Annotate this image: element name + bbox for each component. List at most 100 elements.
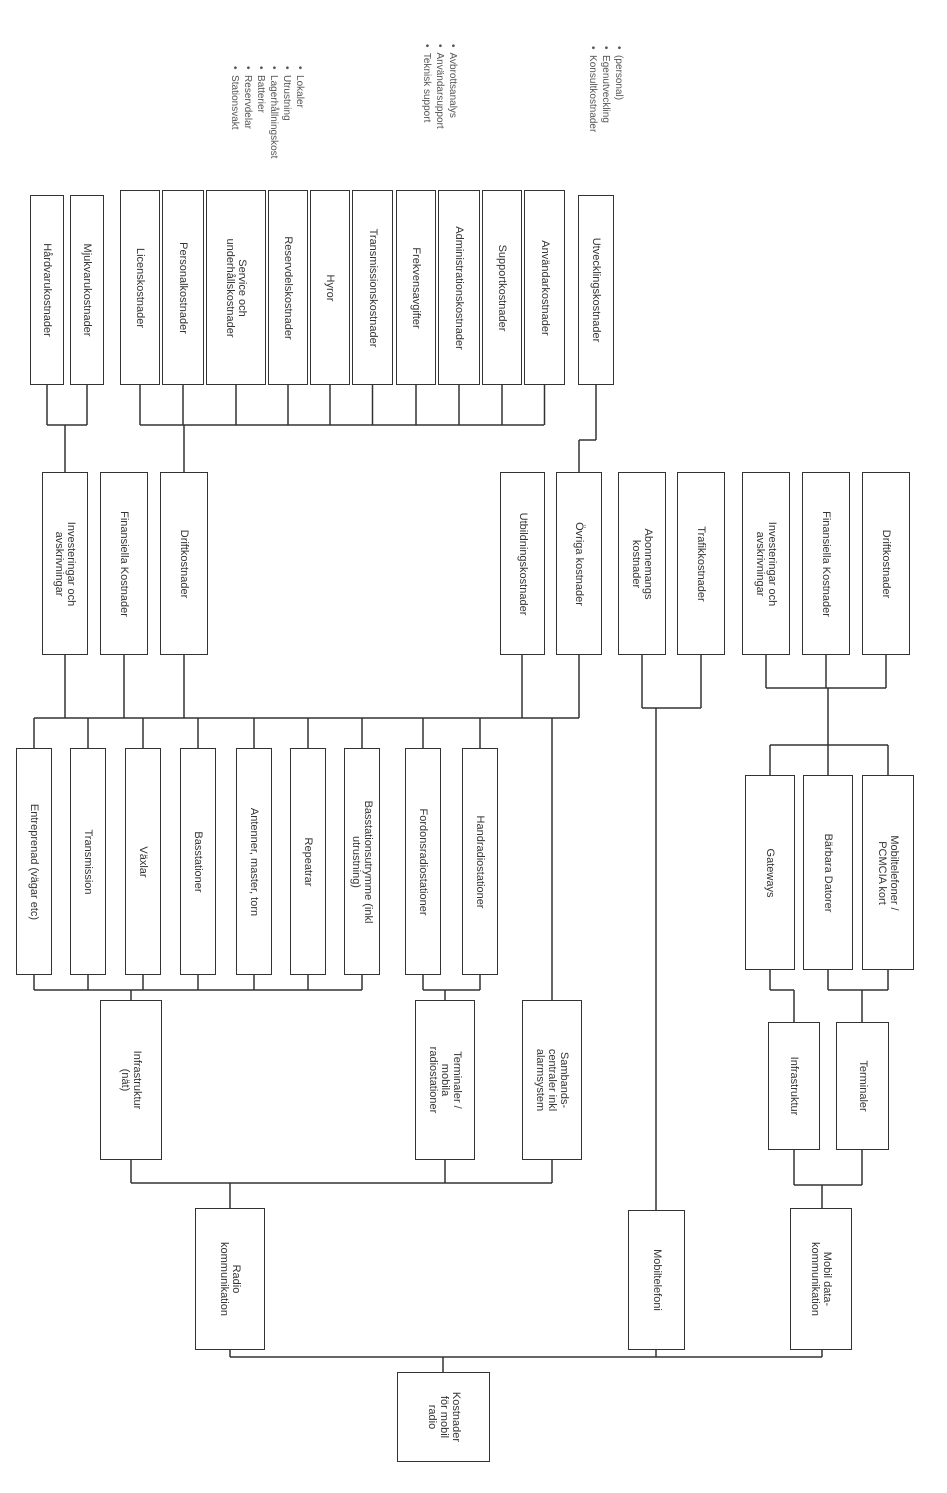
drift-detail: Transmissionskostnader bbox=[352, 190, 393, 385]
drift-detail: Användarkostnader bbox=[524, 190, 565, 385]
cost-drift: Driftkostnader bbox=[160, 472, 208, 655]
mobile-abonnemang-label: Abonnemangs kostnader bbox=[630, 528, 654, 599]
branch-mobiltelefoni-label: Mobiltelefoni bbox=[650, 1249, 663, 1311]
data-terminaler: Terminaler bbox=[836, 1022, 889, 1150]
infra-item-label: Transmission bbox=[82, 829, 94, 894]
cost-investeringar-label: Investeringar och avskrivningar bbox=[53, 521, 77, 606]
branch-radio-label: Radio kommunikation bbox=[218, 1242, 242, 1316]
drift-detail: Reservdelskostnader bbox=[268, 190, 308, 385]
cost-ovriga: Övriga kostnader bbox=[556, 472, 602, 655]
data-cost-investeringar: Investeringar och avskrivningar bbox=[742, 472, 790, 655]
note-utveckling-item: • Konsultkostnader bbox=[587, 46, 598, 133]
radio-terminaler-label: Terminaler / mobila radiostationer bbox=[427, 1046, 463, 1114]
data-cost-drift: Driftkostnader bbox=[862, 472, 910, 655]
cost-investeringar: Investeringar och avskrivningar bbox=[42, 472, 88, 655]
investment-detail: Hårdvarukostnader bbox=[30, 195, 64, 385]
infra-item: Transmission bbox=[70, 748, 106, 975]
note-support-item: • Teknisk support bbox=[421, 44, 432, 123]
drift-detail-label: Supportkostnader bbox=[496, 244, 508, 331]
terminal-item: Fordonsradiostationer bbox=[405, 748, 441, 975]
data-cost-finansiella: Finansiella Kostnader bbox=[802, 472, 850, 655]
mobile-abonnemang: Abonnemangs kostnader bbox=[618, 472, 666, 655]
data-item: Gateways bbox=[745, 775, 795, 970]
drift-detail-label: Hyror bbox=[324, 274, 336, 301]
investment-detail-label: Mjukvarukostnader bbox=[81, 243, 93, 337]
infra-item: Antenner, master, torn bbox=[236, 748, 272, 975]
note-utveckling-item: • Egenutveckling bbox=[600, 46, 611, 123]
data-infrastruktur-label: Infrastruktur bbox=[788, 1056, 800, 1116]
infra-item-label: Basstationsutrymme (inkl utrustning) bbox=[350, 800, 374, 923]
data-item: Bärbara Datorer bbox=[803, 775, 853, 970]
terminal-item-label: Fordonsradiostationer bbox=[417, 807, 429, 916]
branch-mobil-data-label: Mobil data- kommunikation bbox=[809, 1242, 833, 1316]
note-service-item: • Utrustning bbox=[281, 66, 292, 121]
drift-detail-label: Reservdelskostnader bbox=[282, 235, 294, 340]
drift-detail: Personalkostnader bbox=[162, 190, 204, 385]
infra-item-label: Antenner, master, torn bbox=[248, 807, 260, 916]
terminal-item: Handradiostationer bbox=[462, 748, 498, 975]
infra-item-label: Repeatrar bbox=[302, 837, 314, 886]
infra-item: Entreprenad (vägar etc) bbox=[16, 748, 52, 975]
note-utveckling-item: • (personal) bbox=[613, 46, 624, 101]
drift-detail: Hyror bbox=[310, 190, 350, 385]
data-item-label: Gateways bbox=[764, 848, 776, 897]
note-support-item: • Användarsupport bbox=[434, 44, 445, 129]
drift-detail-label: Licenskostnader bbox=[134, 247, 146, 328]
data-infrastruktur: Infrastruktur bbox=[768, 1022, 820, 1150]
branch-mobiltelefoni: Mobiltelefoni bbox=[628, 1210, 685, 1350]
drift-detail-label: Service och underhållskostnader bbox=[224, 237, 248, 338]
investment-detail: Mjukvarukostnader bbox=[70, 195, 104, 385]
note-service-item: • Stationsvakt bbox=[229, 66, 240, 130]
radio-sambandscentraler-label: Sambands- centraler inkl alarmsystem bbox=[534, 1048, 570, 1112]
note-service-item: • Batterier bbox=[255, 66, 266, 113]
cost-drift-label: Driftkostnader bbox=[178, 529, 190, 598]
infra-item: Basstationsutrymme (inkl utrustning) bbox=[344, 748, 380, 975]
branch-radio: Radio kommunikation bbox=[195, 1208, 265, 1350]
note-support-item: • Avbrottsanalys bbox=[447, 44, 458, 118]
radio-terminaler: Terminaler / mobila radiostationer bbox=[415, 1000, 475, 1160]
investment-detail-label: Hårdvarukostnader bbox=[41, 243, 53, 337]
drift-detail-label: Administrationskostnader bbox=[453, 225, 465, 350]
branch-mobil-data: Mobil data- kommunikation bbox=[790, 1208, 852, 1350]
infra-item: Repeatrar bbox=[290, 748, 326, 975]
cost-finansiella-label: Finansiella Kostnader bbox=[118, 510, 130, 617]
cost-utbildning: Utbildningskostnader bbox=[500, 472, 545, 655]
data-cost-drift-label: Driftkostnader bbox=[880, 529, 892, 598]
drift-detail: Licenskostnader bbox=[120, 190, 160, 385]
drift-detail-label: Personalkostnader bbox=[177, 241, 189, 334]
radio-sambandscentraler: Sambands- centraler inkl alarmsystem bbox=[522, 1000, 582, 1160]
mobile-trafik-label: Trafikkostnader bbox=[695, 525, 707, 602]
infra-item: Växlar bbox=[125, 748, 161, 975]
note-service-item: • Reservdelar bbox=[242, 66, 253, 129]
ovriga-detail: Utvecklingskostnader bbox=[578, 195, 614, 385]
data-cost-finansiella-label: Finansiella Kostnader bbox=[820, 510, 832, 617]
radio-infrastruktur-label: Infrastruktur (nät) bbox=[119, 1050, 143, 1110]
cost-finansiella: Finansiella Kostnader bbox=[100, 472, 148, 655]
infra-item: Basstationer bbox=[180, 748, 216, 975]
data-item-label: Bärbara Datorer bbox=[822, 833, 834, 912]
drift-detail: Supportkostnader bbox=[482, 190, 522, 385]
terminal-item-label: Handradiostationer bbox=[474, 815, 486, 908]
drift-detail: Frekvensavgifter bbox=[396, 190, 436, 385]
root-box-label: Kostnader för mobil radio bbox=[425, 1391, 462, 1443]
infra-item-label: Entreprenad (vägar etc) bbox=[28, 803, 40, 920]
cost-ovriga-label: Övriga kostnader bbox=[573, 521, 585, 606]
radio-infrastruktur: Infrastruktur (nät) bbox=[100, 1000, 162, 1160]
root-box: Kostnader för mobil radio bbox=[397, 1372, 490, 1462]
infra-item-label: Basstationer bbox=[192, 830, 204, 893]
cost-utbildning-label: Utbildningskostnader bbox=[516, 512, 529, 615]
drift-detail: Service och underhållskostnader bbox=[206, 190, 266, 385]
mobile-trafik: Trafikkostnader bbox=[677, 472, 725, 655]
infra-item-label: Växlar bbox=[137, 845, 149, 878]
data-item: Mobiltelefoner / PCMCIA kort bbox=[862, 775, 914, 970]
data-item-label: Mobiltelefoner / PCMCIA kort bbox=[876, 834, 900, 911]
drift-detail: Administrationskostnader bbox=[438, 190, 480, 385]
drift-detail-label: Användarkostnader bbox=[538, 239, 551, 336]
data-cost-investeringar-label: Investeringar och avskrivningar bbox=[754, 521, 778, 606]
note-service-item: • Lagerhållningskost bbox=[268, 66, 279, 159]
data-terminaler-label: Terminaler bbox=[856, 1060, 869, 1112]
note-service-item: • Lokaler bbox=[294, 66, 305, 108]
drift-detail-label: Transmissionskostnader bbox=[366, 228, 379, 347]
